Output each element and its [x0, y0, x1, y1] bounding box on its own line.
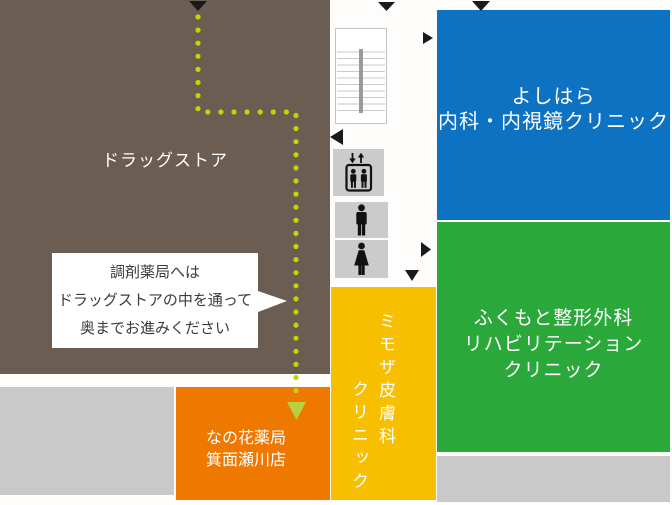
pharmacy-callout-line2: ドラッグストアの中を通って — [57, 291, 253, 309]
nanohana-pharmacy-label-line1: なの花薬局 — [206, 429, 287, 447]
elevator-icon — [333, 149, 384, 196]
mimosa-dermatology-area: ミモザ皮膚科 クリニック — [331, 287, 436, 500]
nanohana-pharmacy-area: なの花薬局 箕面瀬川店 — [176, 387, 330, 500]
stairs-icon — [335, 28, 387, 124]
vacant-area-right — [437, 456, 670, 502]
drugstore-label: ドラッグストア — [102, 151, 228, 170]
mimosa-dermatology-label-col2: クリニック — [349, 380, 368, 495]
vacant-area-left — [0, 387, 174, 495]
womens-restroom-icon — [335, 240, 388, 278]
entrance-marker-down-icon — [378, 2, 395, 11]
entrance-marker-left-icon — [330, 129, 343, 145]
entrance-marker-right-icon — [421, 242, 431, 257]
fukumoto-clinic-label-line2: リハビリテーション — [463, 334, 644, 355]
entrance-marker-right-icon — [423, 32, 433, 44]
yoshihara-clinic-label-line1: よしはら — [511, 86, 596, 108]
fukumoto-clinic-label-line1: ふくもと整形外科 — [473, 308, 634, 329]
fukumoto-clinic-area: ふくもと整形外科 リハビリテーション クリニック — [437, 222, 670, 452]
nanohana-pharmacy-label-line2: 箕面瀬川店 — [206, 451, 287, 469]
pharmacy-callout-line1: 調剤薬局へは — [109, 263, 200, 281]
pharmacy-callout: 調剤薬局へは ドラッグストアの中を通って 奥までお進みください — [52, 253, 287, 348]
fukumoto-clinic-label-line3: クリニック — [503, 360, 604, 381]
entrance-marker-down-icon — [405, 270, 419, 281]
yoshihara-clinic-label-line2: 内科・内視鏡クリニック — [438, 111, 669, 133]
mens-restroom-icon — [335, 202, 388, 238]
yoshihara-clinic-area: よしはら 内科・内視鏡クリニック — [437, 10, 670, 220]
pharmacy-callout-line3: 奥までお進みください — [79, 319, 230, 337]
mimosa-dermatology-label-col1: ミモザ皮膚科 — [376, 312, 395, 450]
